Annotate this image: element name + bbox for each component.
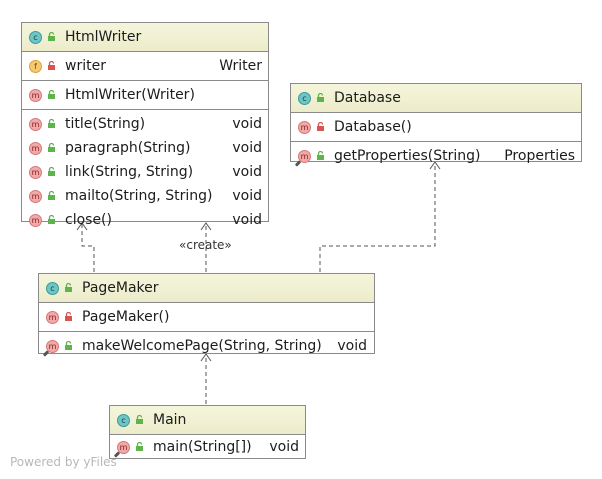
constructor-name: PageMaker()	[82, 309, 170, 325]
public-visibility-icon	[316, 93, 325, 103]
method-row[interactable]: m mailto(String, String) void	[22, 184, 268, 208]
method-icon: m	[29, 189, 42, 203]
method-icon: m	[29, 213, 42, 227]
class-name: Database	[334, 90, 401, 106]
constructor-row[interactable]: m Database()	[291, 115, 581, 139]
static-method-icon: m	[117, 440, 130, 454]
public-visibility-icon	[316, 151, 325, 161]
method-icon: m	[29, 165, 42, 179]
method-icon: m	[29, 117, 42, 131]
private-visibility-icon	[47, 61, 56, 71]
methods-section: m makeWelcomePage(String, String) void	[39, 332, 374, 360]
return-type: void	[269, 439, 299, 455]
public-visibility-icon	[47, 90, 56, 100]
method-row[interactable]: m getProperties(String) Properties	[291, 144, 581, 168]
constructor-name: HtmlWriter(Writer)	[65, 87, 195, 103]
method-row[interactable]: m title(String) void	[22, 112, 268, 136]
return-type: void	[232, 116, 262, 132]
field-row[interactable]: f writer Writer	[22, 54, 268, 78]
constructor-name: Database()	[334, 119, 412, 135]
method-row[interactable]: m close() void	[22, 208, 268, 232]
constructor-row[interactable]: m PageMaker()	[39, 305, 374, 329]
return-type: void	[337, 338, 367, 354]
field-name: writer	[65, 58, 106, 74]
method-name: getProperties(String)	[334, 148, 481, 164]
return-type: void	[232, 140, 262, 156]
method-icon: m	[298, 120, 311, 134]
method-name: main(String[])	[153, 439, 252, 455]
class-header: c Database	[291, 84, 581, 113]
class-icon: c	[117, 413, 130, 427]
arrowhead	[76, 222, 88, 231]
public-visibility-icon	[47, 119, 56, 129]
method-row[interactable]: m main(String[]) void	[110, 435, 305, 459]
arrowhead	[200, 222, 212, 231]
class-name: HtmlWriter	[65, 29, 142, 45]
method-icon: m	[29, 88, 42, 102]
class-icon: c	[46, 281, 59, 295]
class-header: c HtmlWriter	[22, 23, 268, 52]
return-type: void	[232, 188, 262, 204]
htmlwriter-class[interactable]: c HtmlWriter f writer Writer m HtmlWrite…	[21, 22, 269, 228]
return-type: void	[232, 212, 262, 228]
return-type: void	[232, 164, 262, 180]
class-icon: c	[298, 91, 311, 105]
method-row[interactable]: m link(String, String) void	[22, 160, 268, 184]
constructors-section: m HtmlWriter(Writer)	[22, 81, 268, 110]
constructors-section: m PageMaker()	[39, 303, 374, 332]
public-visibility-icon	[47, 215, 56, 225]
method-name: close()	[65, 212, 112, 228]
constructor-row[interactable]: m HtmlWriter(Writer)	[22, 83, 268, 107]
arrowhead	[429, 161, 441, 170]
methods-section: m title(String) void m paragraph(String)…	[22, 110, 268, 234]
public-visibility-icon	[47, 167, 56, 177]
method-name: title(String)	[65, 116, 146, 132]
methods-section: m getProperties(String) Properties	[291, 142, 581, 170]
method-name: makeWelcomePage(String, String)	[82, 338, 322, 354]
field-type: Writer	[219, 58, 262, 74]
field-icon: f	[29, 59, 42, 73]
fields-section: f writer Writer	[22, 52, 268, 81]
method-icon: m	[29, 141, 42, 155]
database-class[interactable]: c Database m Database() m getProperties(…	[290, 83, 582, 164]
class-header: c PageMaker	[39, 274, 374, 303]
pagemaker-database-dependency	[319, 162, 436, 272]
return-type: Properties	[504, 148, 575, 164]
static-method-icon: m	[298, 149, 311, 163]
public-visibility-icon	[135, 415, 144, 425]
method-name: paragraph(String)	[65, 140, 191, 156]
pagemaker-class[interactable]: c PageMaker m PageMaker() m makeWelcomeP…	[38, 273, 375, 354]
methods-section: m main(String[]) void	[110, 435, 305, 459]
public-visibility-icon	[64, 283, 73, 293]
private-visibility-icon	[316, 122, 325, 132]
watermark: Powered by yFiles	[10, 455, 117, 469]
main-class[interactable]: c Main m main(String[]) void	[109, 405, 306, 459]
class-name: Main	[153, 412, 187, 428]
create-stereotype-label: «create»	[179, 238, 232, 252]
private-visibility-icon	[64, 312, 73, 322]
method-row[interactable]: m makeWelcomePage(String, String) void	[39, 334, 374, 358]
method-name: mailto(String, String)	[65, 188, 213, 204]
public-visibility-icon	[47, 32, 56, 42]
class-header: c Main	[110, 406, 305, 435]
pagemaker-htmlwriter-dependency	[81, 223, 95, 272]
class-icon: c	[29, 30, 42, 44]
public-visibility-icon	[47, 191, 56, 201]
public-visibility-icon	[135, 442, 144, 452]
arrowhead	[200, 353, 212, 362]
method-name: link(String, String)	[65, 164, 194, 180]
constructors-section: m Database()	[291, 113, 581, 142]
public-visibility-icon	[47, 143, 56, 153]
class-name: PageMaker	[82, 280, 159, 296]
public-visibility-icon	[64, 341, 73, 351]
static-method-icon: m	[46, 339, 59, 353]
method-icon: m	[46, 310, 59, 324]
method-row[interactable]: m paragraph(String) void	[22, 136, 268, 160]
